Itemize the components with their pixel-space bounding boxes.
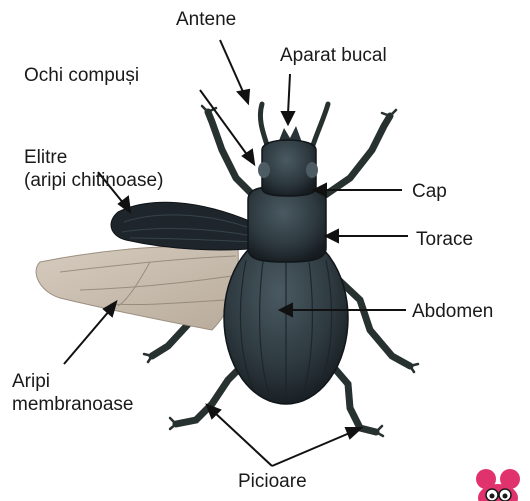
label-abdomen: Abdomen xyxy=(412,300,493,323)
label-mouthparts: Aparat bucal xyxy=(280,44,387,67)
label-elytra-line2: (aripi chitinoase) xyxy=(24,169,163,192)
label-wings-line1: Aripi xyxy=(12,370,133,393)
elytron-shape xyxy=(111,202,258,250)
compound-eye-shape xyxy=(258,162,270,178)
label-head: Cap xyxy=(412,180,447,203)
label-legs: Picioare xyxy=(238,470,307,493)
mascot-icon xyxy=(476,469,520,501)
label-antennae: Antene xyxy=(176,8,236,31)
thorax-shape xyxy=(248,186,326,262)
label-elytra: Elitre (aripi chitinoase) xyxy=(24,146,163,192)
label-membrane-wings: Aripi membranoase xyxy=(12,370,133,416)
label-wings-line2: membranoase xyxy=(12,393,133,416)
label-compound-eyes: Ochi compuși xyxy=(24,64,139,87)
label-elytra-line1: Elitre xyxy=(24,146,163,169)
membrane-wing-shape xyxy=(36,246,238,330)
label-thorax: Torace xyxy=(416,228,473,251)
